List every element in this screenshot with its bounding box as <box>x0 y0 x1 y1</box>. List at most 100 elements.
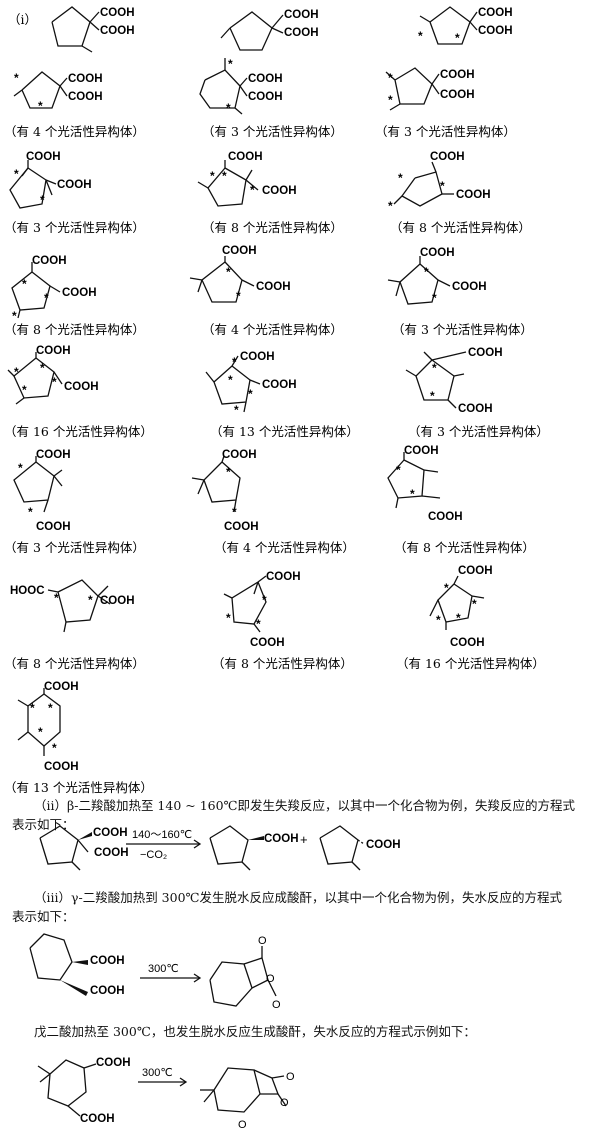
cooh-group: COOH <box>404 445 439 457</box>
chiral-star: * <box>228 373 233 387</box>
cooh-group: COOH <box>440 69 475 81</box>
cooh-group: COOH <box>68 91 103 103</box>
cooh-group: COOH <box>262 379 297 391</box>
part-iii-text: （iii）γ-二羧酸加热到 300℃发生脱水反应成酸酐，以其中一个化合物为例，失… <box>12 888 607 926</box>
cooh-group: COOH <box>266 571 301 583</box>
chiral-star: * <box>436 613 441 627</box>
chiral-star: * <box>54 591 59 605</box>
oxygen-atom: O <box>280 1097 289 1109</box>
chiral-star: * <box>226 265 231 279</box>
chiral-star: * <box>22 383 27 397</box>
cooh-group: COOH <box>248 91 283 103</box>
chiral-star: * <box>40 193 45 207</box>
chiral-star: * <box>14 71 19 85</box>
chiral-star: * <box>52 741 57 755</box>
chiral-star: * <box>432 291 437 305</box>
isomer-label: （有 8 个光活性异构体） <box>4 656 145 671</box>
chiral-star: * <box>30 701 35 715</box>
chiral-star: * <box>226 611 231 625</box>
structure-r1c1: COOH COOH <box>51 6 135 53</box>
chiral-star: * <box>18 461 23 475</box>
isomer-label: （有 8 个光活性异构体） <box>390 220 531 235</box>
cooh-group: COOH <box>222 449 257 461</box>
chiral-star: * <box>14 365 19 379</box>
isomer-label: （有 3 个光活性异构体） <box>4 540 145 555</box>
cooh-group: COOH <box>284 27 319 39</box>
cooh-group: COOH <box>440 89 475 101</box>
isomer-label: （有 3 个光活性异构体） <box>202 124 343 139</box>
chiral-star: * <box>388 71 393 85</box>
cooh-group: COOH <box>44 681 79 693</box>
part-iii-line2: 表示如下： <box>12 909 75 924</box>
cooh-group: COOH <box>458 403 493 415</box>
structure-r1c3: COOH COOH * * <box>418 6 513 45</box>
cooh-group: COOH <box>250 637 285 649</box>
reaction-iii: COOH COOH 300℃ O O O COOH COOH 300℃ <box>29 933 295 1131</box>
chiral-star: * <box>22 277 27 291</box>
isomer-label: （有 8 个光活性异构体） <box>4 322 145 337</box>
chiral-star: * <box>444 581 449 595</box>
cooh-group: COOH <box>36 521 71 533</box>
cooh-group: COOH <box>90 955 125 967</box>
cooh-group: COOH <box>100 7 135 19</box>
chiral-star: * <box>222 169 227 183</box>
cooh-group: COOH <box>44 761 79 773</box>
isomer-label: （有 16 个光活性异构体） <box>396 656 545 671</box>
cooh-group: COOH <box>68 73 103 85</box>
part-ii-text: （ii）β-二羧酸加热至 140 ~ 160℃即发生失羧反应，以其中一个化合物为… <box>12 796 607 834</box>
cooh-group: COOH <box>468 347 503 359</box>
chiral-star: * <box>38 99 43 113</box>
chiral-star: * <box>12 309 17 323</box>
structure-r3c1: COOH COOH * * （有 3 个光活性异构体） <box>4 151 145 235</box>
chiral-star: * <box>228 57 233 71</box>
part-iii-line3: 戊二酸加热至 300℃，也发生脱水反应生成酸酐，失水反应的方程式示例如下： <box>34 1024 476 1039</box>
cooh-group: COOH <box>224 521 259 533</box>
chiral-star: * <box>38 725 43 739</box>
cooh-group: COOH <box>366 839 401 851</box>
structure-r8c1: COOH COOH * * * * （有 13 个光活性异构体） <box>4 681 153 795</box>
chiral-star: * <box>388 199 393 213</box>
part-ii-line2: 表示如下： <box>12 817 75 832</box>
reaction-ii: COOH COOH 140～160℃ −CO₂ COOH + COOH <box>39 825 401 871</box>
chiral-star: * <box>410 487 415 501</box>
cooh-group: COOH <box>62 287 97 299</box>
cooh-group: COOH <box>262 185 297 197</box>
cooh-group: COOH <box>228 151 263 163</box>
cooh-group: COOH <box>64 381 99 393</box>
part-iii-line1: （iii）γ-二羧酸加热到 300℃发生脱水反应成酸酐，以其中一个化合物为例，失… <box>34 890 563 905</box>
isomer-label: （有 4 个光活性异构体） <box>214 540 355 555</box>
structure-r3c3: COOH COOH * * * （有 8 个光活性异构体） <box>388 151 531 235</box>
part-i-marker: （i） <box>8 12 37 27</box>
cooh-group: COOH <box>96 1057 131 1069</box>
structure-r4c1: COOH COOH * * * （有 8 个光活性异构体） <box>4 255 145 337</box>
isomer-label: （有 16 个光活性异构体） <box>4 424 153 439</box>
structure-r2c3: COOH COOH * * （有 3 个光活性异构体） <box>375 67 516 139</box>
chiral-star: * <box>396 463 401 477</box>
structure-r5c2: COOH COOH * * * * （有 13 个光活性异构体） <box>205 351 359 439</box>
cooh-group: COOH <box>90 985 125 997</box>
chiral-star: * <box>226 101 231 115</box>
structure-r6c2: COOH COOH * * （有 4 个光活性异构体） <box>191 449 355 555</box>
structure-r5c1: COOH COOH * * * * （有 16 个光活性异构体） <box>4 345 153 439</box>
chiral-star: * <box>88 593 93 607</box>
chiral-star: * <box>14 167 19 181</box>
oxygen-atom: O <box>272 999 281 1011</box>
isomer-label: （有 3 个光活性异构体） <box>4 220 145 235</box>
chiral-star: * <box>232 505 237 519</box>
cooh-group: COOH <box>450 637 485 649</box>
chiral-star: * <box>48 701 53 715</box>
cooh-group: COOH <box>80 1113 115 1125</box>
cooh-group: COOH <box>248 73 283 85</box>
chiral-star: * <box>430 389 435 403</box>
structure-r4c2: COOH COOH * * （有 4 个光活性异构体） <box>189 245 343 337</box>
chiral-star: * <box>226 465 231 479</box>
cooh-group: COOH <box>93 827 128 839</box>
chiral-star: * <box>236 289 241 303</box>
chiral-star: * <box>424 265 429 279</box>
cooh-group: COOH <box>458 565 493 577</box>
cooh-group: COOH <box>456 189 491 201</box>
chiral-star: * <box>472 597 477 611</box>
chiral-star: * <box>418 29 423 43</box>
cooh-group: COOH <box>256 281 291 293</box>
